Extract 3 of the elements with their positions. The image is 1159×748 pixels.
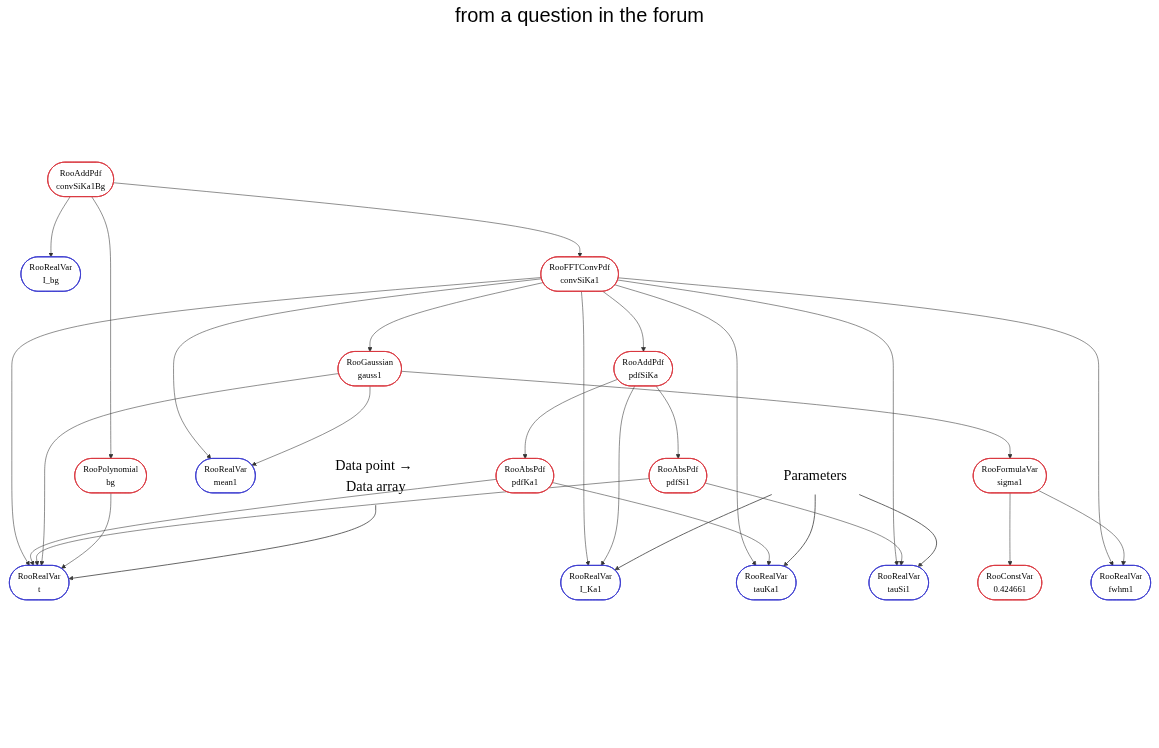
note-text: from a question in the forum [455, 4, 704, 26]
node-text: Data point → Data array [334, 457, 413, 495]
node-text: Parameters [783, 467, 847, 484]
